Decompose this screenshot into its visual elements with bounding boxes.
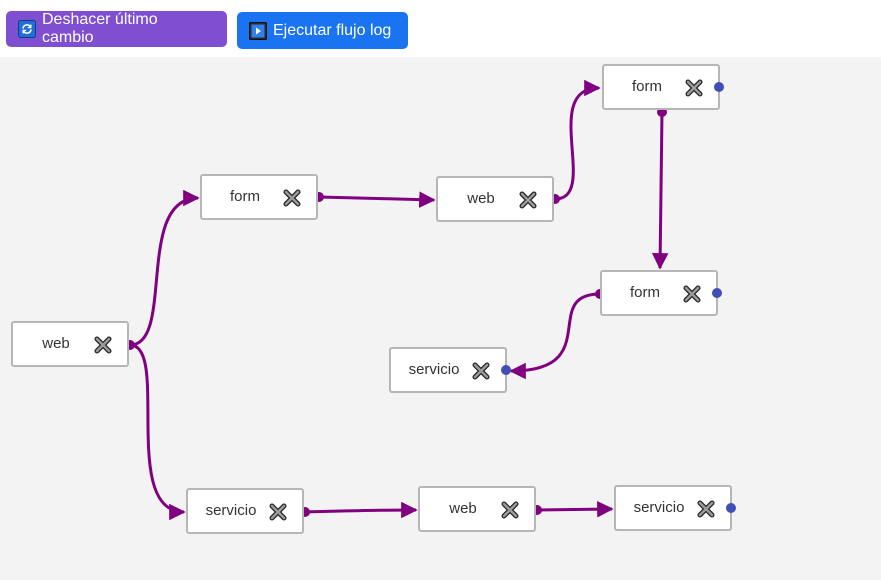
flow-node-form-3[interactable]: form	[600, 270, 722, 316]
close-icon[interactable]	[518, 190, 538, 210]
node-label: web	[449, 500, 477, 517]
edge-servicio-to-web[interactable]	[300, 501, 418, 519]
edge-form-to-servicio[interactable]	[509, 289, 605, 380]
close-icon[interactable]	[682, 284, 702, 304]
flow-node-web-3[interactable]: web	[418, 486, 536, 532]
refresh-icon	[18, 20, 36, 38]
close-icon[interactable]	[471, 361, 491, 381]
undo-button[interactable]: Deshacer último cambio	[6, 11, 227, 47]
flow-node-servicio-1[interactable]: servicio	[389, 347, 511, 393]
node-label: form	[632, 78, 662, 95]
edge-web-to-form[interactable]	[125, 189, 200, 350]
flow-node-form-1[interactable]: form	[200, 174, 318, 220]
close-icon[interactable]	[500, 500, 520, 520]
close-icon[interactable]	[268, 502, 288, 522]
edge-web-to-servicio[interactable]	[129, 343, 186, 521]
edge-web-to-form-top[interactable]	[550, 79, 601, 204]
close-icon[interactable]	[684, 78, 704, 98]
edge-form-to-form[interactable]	[651, 107, 669, 270]
play-icon	[249, 21, 267, 40]
edge-web-to-servicio-right[interactable]	[532, 500, 614, 518]
toolbar: Deshacer último cambio Ejecutar flujo lo…	[0, 0, 881, 57]
flow-node-form-2[interactable]: form	[602, 64, 724, 110]
flow-node-web-1[interactable]: web	[11, 321, 129, 367]
close-icon[interactable]	[696, 499, 716, 519]
node-label: form	[630, 284, 660, 301]
run-flow-button[interactable]: Ejecutar flujo log	[237, 12, 408, 49]
run-flow-button-label: Ejecutar flujo log	[273, 21, 392, 39]
flow-node-servicio-2[interactable]: servicio	[186, 488, 304, 534]
flow-node-web-2[interactable]: web	[436, 176, 554, 222]
node-label: web	[42, 335, 70, 352]
node-label: servicio	[633, 499, 685, 516]
node-label: web	[467, 190, 495, 207]
flow-node-servicio-3[interactable]: servicio	[614, 485, 736, 531]
node-label: form	[230, 188, 260, 205]
close-icon[interactable]	[93, 335, 113, 355]
node-label: servicio	[205, 502, 257, 519]
edge-form-to-web[interactable]	[314, 191, 436, 208]
output-port[interactable]	[712, 288, 722, 298]
close-icon[interactable]	[282, 188, 302, 208]
output-port[interactable]	[501, 365, 511, 375]
node-label: servicio	[408, 361, 460, 378]
output-port[interactable]	[726, 503, 736, 513]
output-port[interactable]	[714, 82, 724, 92]
undo-button-label: Deshacer último cambio	[42, 11, 158, 46]
